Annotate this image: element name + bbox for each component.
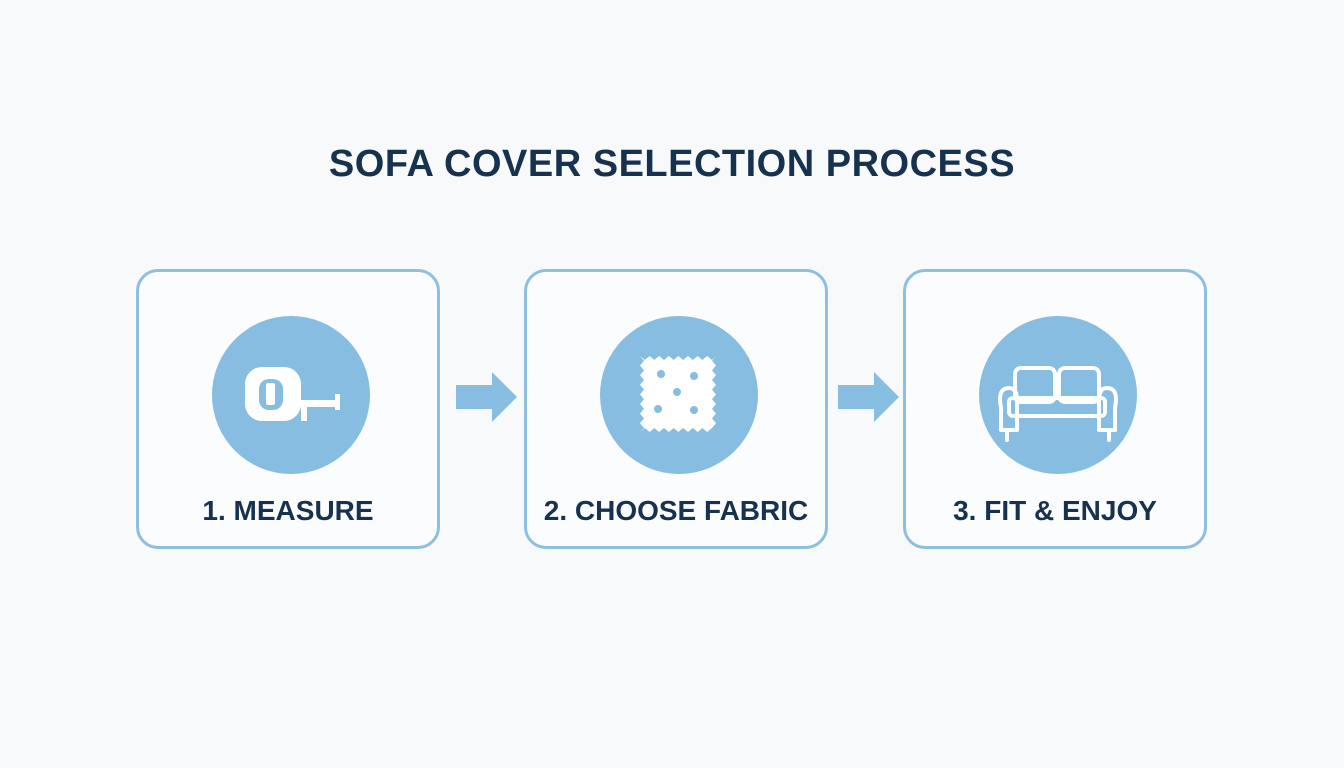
arrow-right-icon — [838, 368, 900, 426]
step-card-choose-fabric: 2. CHOOSE FABRIC — [524, 269, 828, 549]
icon-circle — [600, 316, 758, 474]
step-label: 2. CHOOSE FABRIC — [543, 495, 809, 526]
step-card-measure: 1. MEASURE — [136, 269, 440, 549]
step-label: 1. MEASURE — [202, 495, 374, 526]
fabric-swatch-icon — [640, 356, 716, 432]
step-label: 3. FIT & ENJOY — [953, 495, 1157, 526]
step-card-fit-enjoy: 3. FIT & ENJOY — [903, 269, 1207, 549]
icon-circle — [979, 316, 1137, 474]
tape-measure-icon — [245, 367, 340, 421]
page-title: SOFA COVER SELECTION PROCESS — [328, 143, 1016, 185]
icon-circle — [212, 316, 370, 474]
arrow-right-icon — [456, 368, 518, 426]
sofa-icon — [998, 366, 1118, 442]
